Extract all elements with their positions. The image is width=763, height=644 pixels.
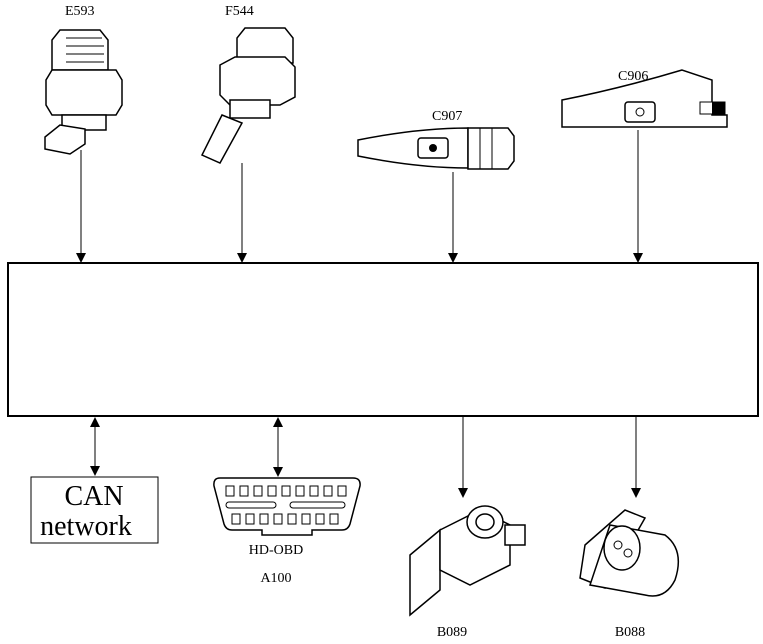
can-label-line2: network bbox=[40, 511, 132, 542]
label-a100: A100 bbox=[260, 571, 291, 586]
component-c907: C907 bbox=[357, 109, 515, 170]
component-a100: HD-OBD A100 bbox=[213, 477, 361, 586]
component-e593: E593 bbox=[44, 4, 123, 155]
label-f544: F544 bbox=[225, 4, 254, 19]
label-c906: C906 bbox=[618, 69, 648, 84]
component-b088: B088 bbox=[579, 509, 680, 640]
output-arrows bbox=[90, 417, 641, 498]
label-b088: B088 bbox=[615, 625, 645, 640]
component-b089: B089 bbox=[409, 505, 526, 640]
component-c906: C906 bbox=[561, 69, 728, 128]
label-c907: C907 bbox=[432, 109, 462, 124]
label-b089: B089 bbox=[437, 625, 467, 640]
can-label-line1: CAN bbox=[64, 481, 123, 512]
label-e593: E593 bbox=[65, 4, 95, 19]
control-module-box bbox=[7, 262, 759, 417]
input-arrows bbox=[76, 130, 643, 263]
label-hd-obd: HD-OBD bbox=[249, 543, 303, 558]
component-f544: F544 bbox=[200, 4, 296, 164]
can-network-box: CAN network bbox=[30, 476, 159, 544]
